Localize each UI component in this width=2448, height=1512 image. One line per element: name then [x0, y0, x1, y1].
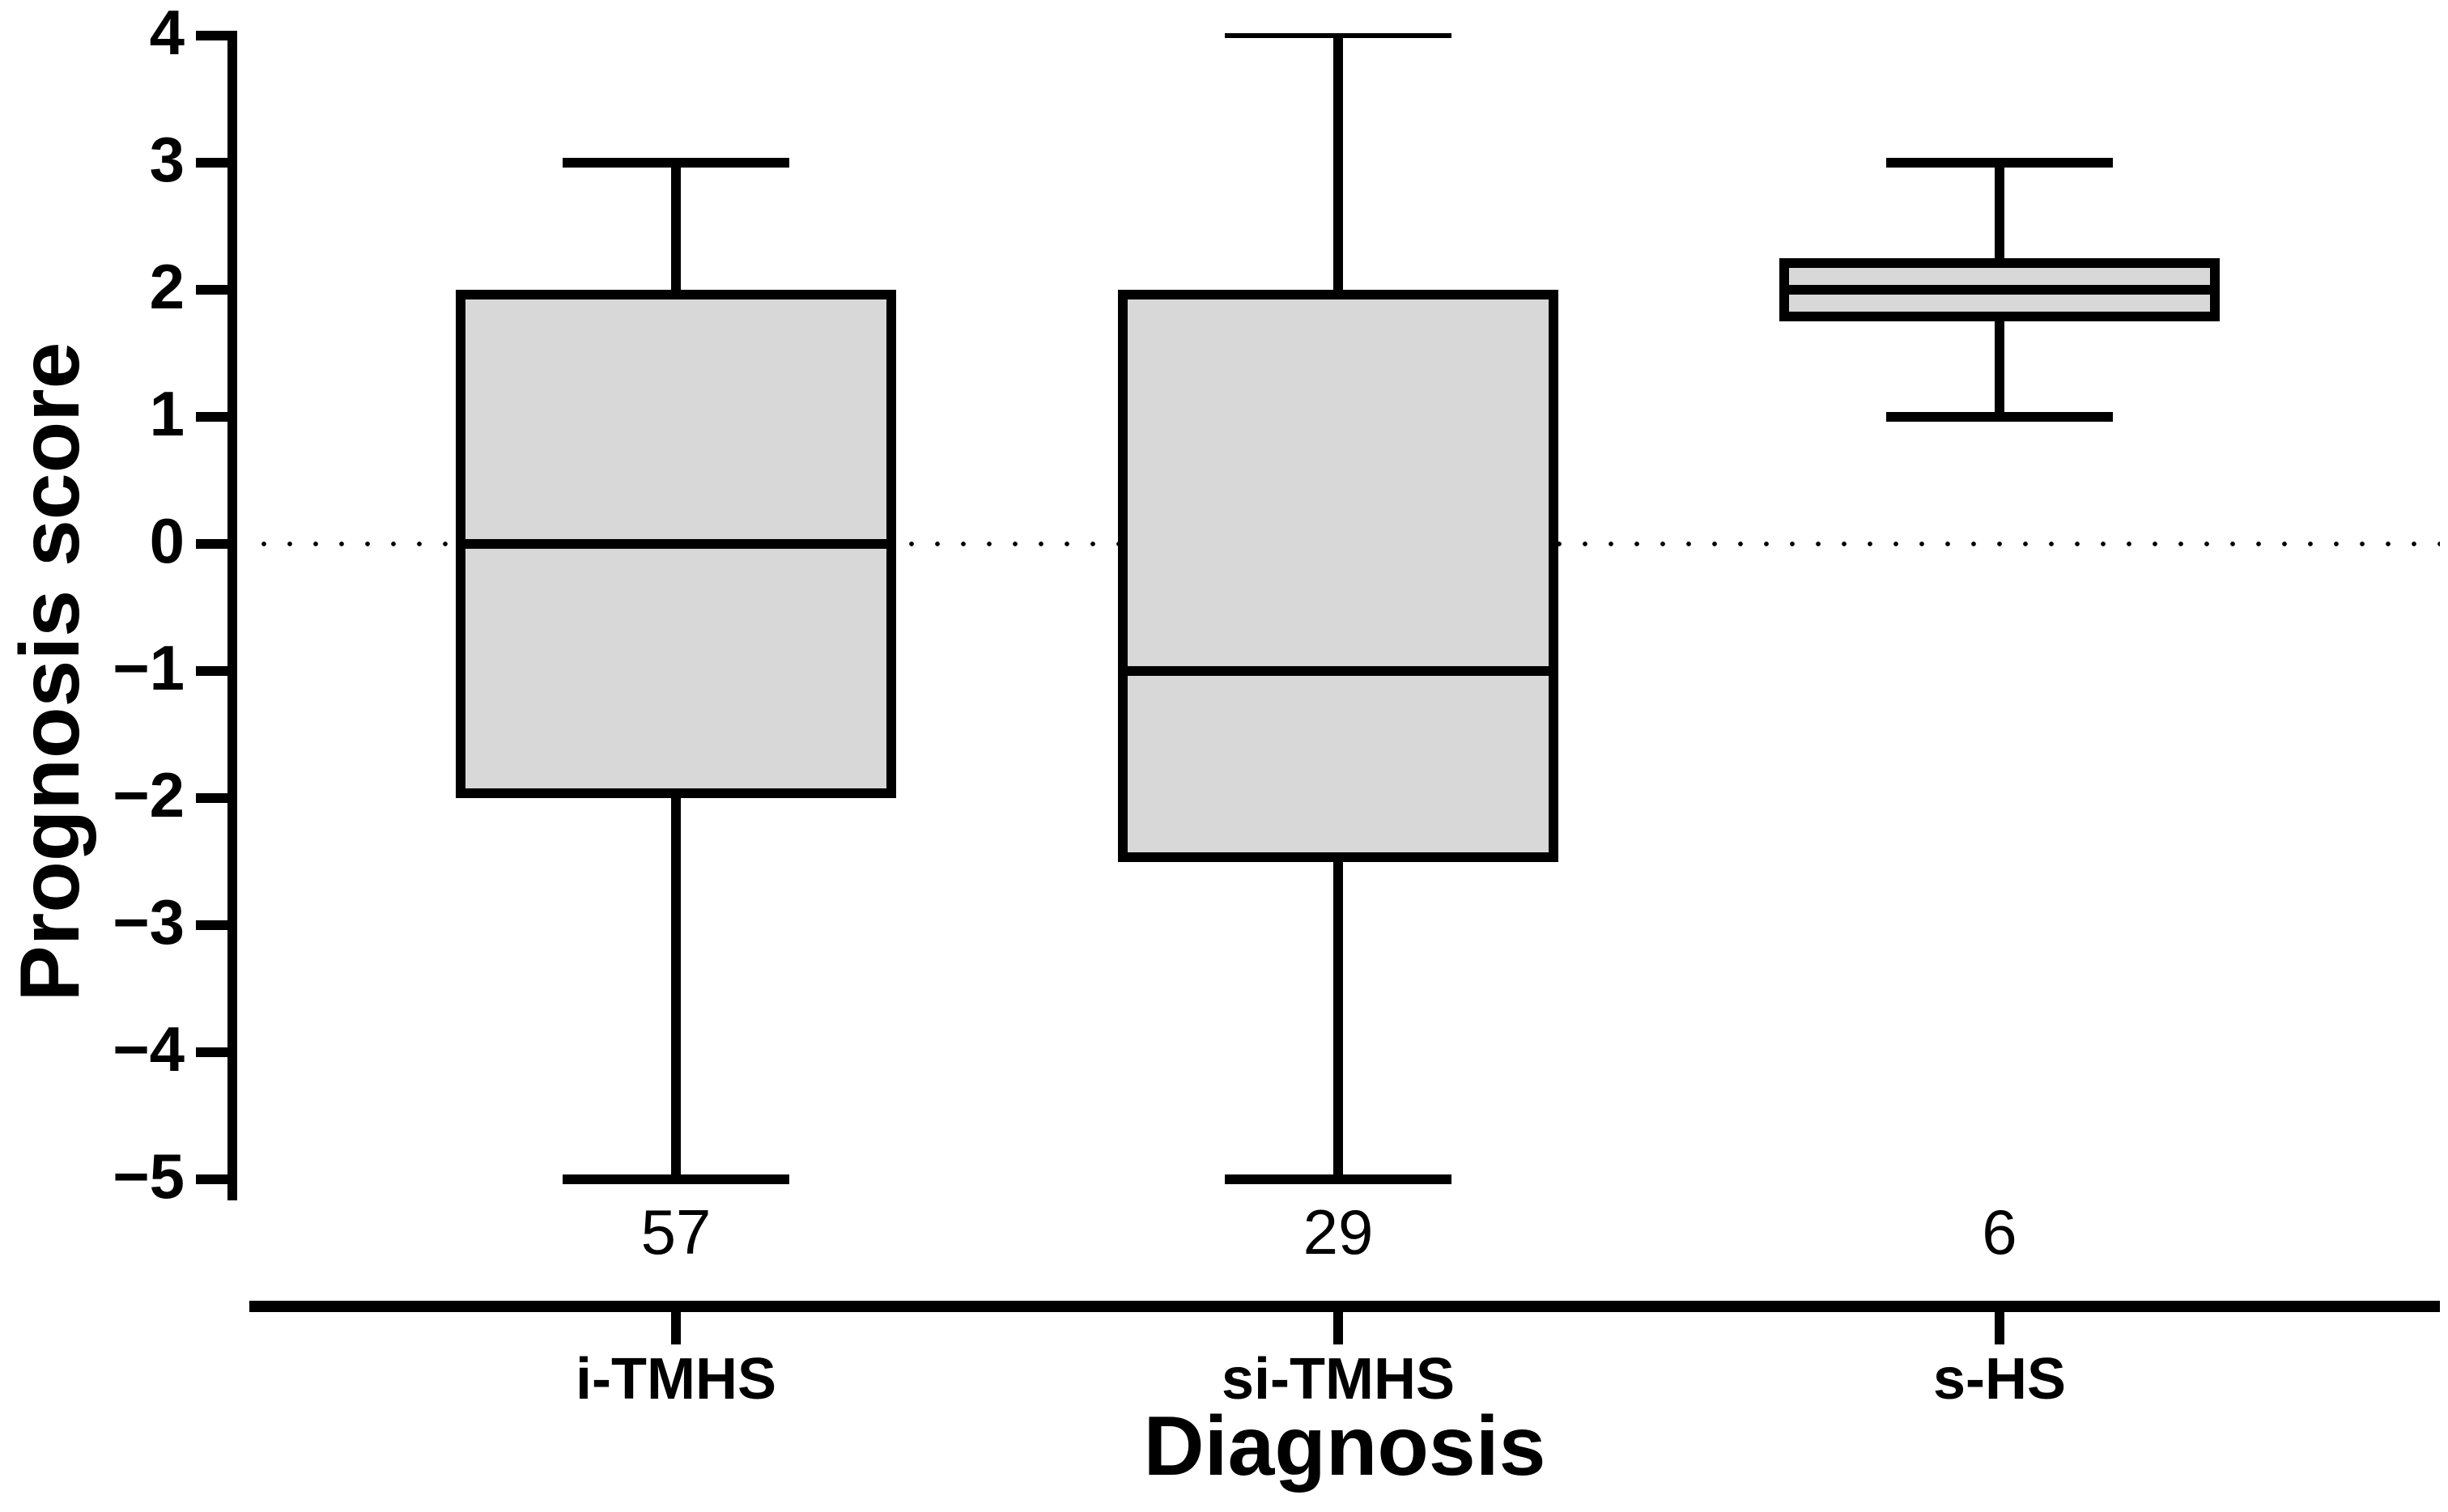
y-tick-label: −3: [113, 886, 185, 958]
y-tick-label: 3: [149, 124, 185, 195]
median-line: [1779, 285, 2220, 295]
y-axis-tick: [196, 1047, 237, 1057]
y-axis-tick: [196, 285, 237, 295]
y-axis-tick: [196, 412, 237, 422]
y-tick-label: −2: [113, 759, 185, 830]
y-tick-label: −1: [113, 632, 185, 703]
y-tick-label: 0: [149, 505, 185, 576]
y-tick-label: 4: [149, 0, 185, 68]
lower-whisker-stem: [1333, 862, 1343, 1179]
category-label: si-TMHS: [1222, 1347, 1455, 1412]
sample-size-label: 6: [1982, 1196, 2017, 1268]
y-tick-label: −4: [113, 1013, 185, 1085]
sample-size-label: 57: [640, 1196, 712, 1268]
y-axis-tick: [196, 158, 237, 168]
y-axis-tick: [196, 1174, 237, 1184]
upper-whisker-cap: [1225, 33, 1451, 38]
iqr-box: [1118, 290, 1558, 862]
median-line: [1118, 666, 1558, 676]
lower-whisker-cap: [563, 1174, 789, 1184]
upper-whisker-stem: [1995, 163, 2004, 258]
category-label: i-TMHS: [576, 1347, 776, 1412]
y-axis-line: [227, 31, 237, 1200]
upper-whisker-cap: [563, 158, 789, 168]
y-tick-label: −5: [113, 1140, 185, 1212]
y-tick-label: 2: [149, 251, 185, 322]
x-axis-line: [249, 1301, 2440, 1312]
upper-whisker-cap: [1886, 158, 2113, 168]
x-axis-tick: [671, 1312, 681, 1344]
upper-whisker-stem: [1333, 36, 1343, 290]
y-axis-tick: [196, 539, 237, 549]
sample-size-label: 29: [1303, 1196, 1374, 1268]
category-label: s-HS: [1932, 1347, 2067, 1412]
y-axis-tick: [196, 793, 237, 803]
y-tick-label: 1: [149, 378, 185, 449]
lower-whisker-stem: [1995, 321, 2004, 417]
x-axis-tick: [1995, 1312, 2004, 1344]
y-axis-tick: [196, 920, 237, 930]
y-axis-tick: [196, 31, 237, 40]
y-axis-tick: [196, 666, 237, 676]
x-axis-title: Diagnosis: [1143, 1399, 1546, 1493]
lower-whisker-cap: [1225, 1174, 1451, 1184]
upper-whisker-stem: [671, 163, 681, 290]
median-line: [456, 539, 896, 549]
lower-whisker-stem: [671, 798, 681, 1179]
lower-whisker-cap: [1886, 412, 2113, 422]
x-axis-tick: [1333, 1312, 1343, 1344]
